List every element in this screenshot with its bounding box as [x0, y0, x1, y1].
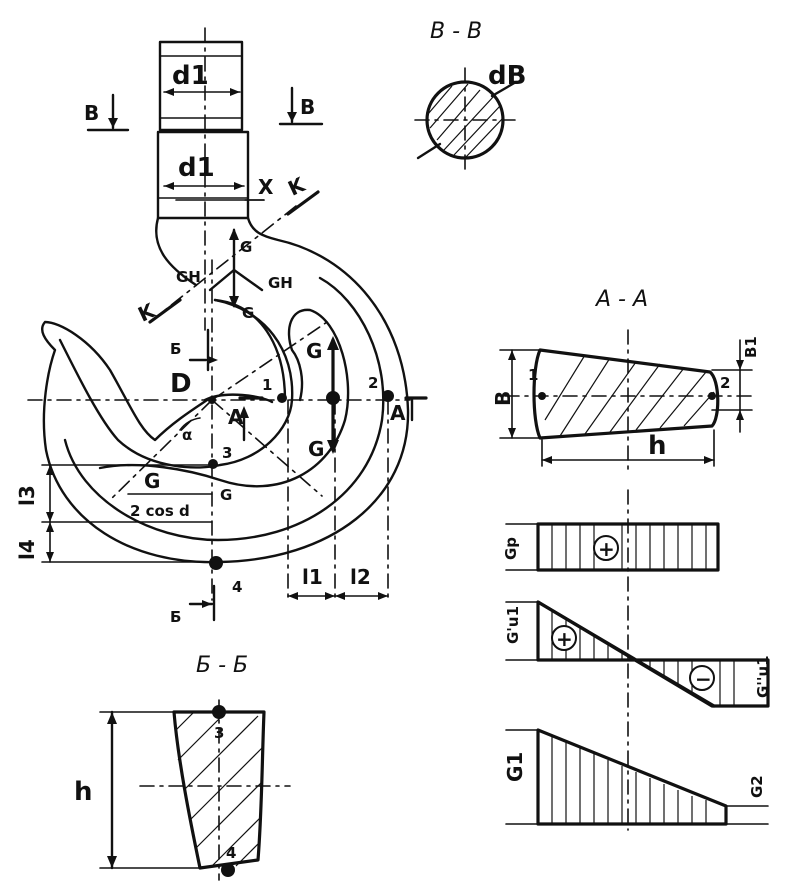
force-g-upper-label: G	[306, 339, 322, 363]
axis-k-upper-label: K	[284, 172, 310, 201]
cut-marker-b-left: B	[84, 93, 130, 132]
stress-diagram-p: + Gp	[502, 522, 720, 572]
force-gh-left-label: GH	[176, 268, 201, 286]
cut-b-right-label: B	[300, 95, 315, 119]
point-3	[208, 459, 218, 469]
axis-k-lower-label: K	[134, 298, 160, 327]
angle-label: α	[182, 426, 192, 444]
section-bb-point-3: 3	[214, 724, 224, 742]
point-2-label: 2	[368, 374, 378, 392]
shank-dim-lower-label: d1	[178, 153, 215, 183]
stress-diagram-total: G1 G2	[503, 728, 769, 826]
point-3-label: 3	[222, 444, 232, 462]
stress-bend-2-label: G''u1	[754, 655, 772, 698]
diameter-label: D	[170, 369, 192, 399]
force-g-lower-label: G	[308, 437, 324, 461]
section-aa-point-2: 2	[720, 374, 730, 392]
hook-shank	[156, 27, 250, 331]
section-bb-bottom-title: Б - Б	[196, 653, 248, 678]
section-aa-point-1: 1	[528, 366, 538, 384]
cut-bb-upper-label: Б	[170, 340, 181, 358]
section-dim-label: dB	[488, 61, 526, 91]
cut-marker-bb-lower: Б	[170, 584, 216, 626]
stress-bend-1-label: G'u1	[504, 606, 522, 644]
force-g-down-label: G	[242, 304, 254, 322]
cut-b-left-label: B	[84, 101, 99, 125]
stress-sum-1-label: G1	[503, 752, 527, 782]
shank-dim-upper-label: d1	[172, 61, 209, 91]
cut-marker-a: A A	[228, 396, 428, 429]
point-1-label: 1	[262, 376, 272, 394]
dim-b1-label: B1	[742, 336, 760, 358]
hook-points: 1 2 3 4	[208, 374, 394, 596]
dim-h-bb-label: h	[74, 777, 93, 807]
cut-a-right-label: A	[390, 401, 406, 425]
section-bb-point-4: 4	[226, 844, 236, 862]
diameter-marker: D α	[170, 369, 201, 444]
stress-p-sign: +	[598, 537, 615, 561]
dim-l2-label: l2	[350, 565, 371, 589]
section-b-b-round: B - B dB	[414, 19, 526, 173]
cut-marker-b-right: B	[278, 86, 324, 126]
stress-bend-plus: +	[556, 627, 573, 651]
axis-x: X	[175, 175, 274, 201]
dim-l4-label: l4	[15, 539, 39, 560]
force-gh-right-label: GH	[268, 274, 293, 292]
shank-dimension-upper: d1	[163, 61, 241, 96]
dim-h-label: h	[648, 431, 667, 461]
axis-x-label: X	[258, 175, 274, 199]
stress-sum-2-label: G2	[748, 775, 766, 798]
cut-a-center-label: A	[228, 405, 244, 429]
point-g	[326, 391, 340, 405]
hook-body	[41, 216, 410, 564]
dimension-l3-l4: l3 l4	[15, 464, 213, 563]
dimension-l1-l2: l1 l2	[287, 565, 389, 600]
force-resultant-label: G	[144, 469, 160, 493]
force-vectors: G G GH GH G G G 2 cos d G	[127, 228, 339, 520]
section-bb-top-title: B - B	[430, 19, 482, 44]
point-4	[209, 556, 223, 570]
shank-dimension-lower: d1	[163, 153, 245, 190]
stress-diagram-bending: + − G'u1 G''u1	[504, 600, 772, 708]
stress-bend-minus: −	[695, 667, 712, 691]
section-a-a: A - A 1 2 B B1 h	[491, 287, 760, 471]
force-g-up-label: G	[240, 238, 252, 256]
force-resultant-denominator: 2 cos d	[130, 502, 190, 520]
point-4-label: 4	[232, 578, 242, 596]
cut-marker-bb-upper: Б	[170, 328, 218, 372]
center-point	[208, 396, 216, 404]
section-bb-trapezoid: Б - Б 3 4 h	[74, 653, 291, 881]
force-g-point3-label: G	[220, 486, 232, 504]
hook-centerlines	[27, 259, 411, 601]
dim-b-label: B	[491, 391, 515, 406]
cut-bb-lower-label: Б	[170, 608, 181, 626]
dim-l1-label: l1	[302, 565, 323, 589]
point-1	[277, 393, 287, 403]
dim-l3-label: l3	[15, 485, 39, 506]
point-2	[382, 390, 394, 402]
stress-p-label: Gp	[502, 537, 520, 560]
section-aa-title: A - A	[594, 287, 648, 312]
